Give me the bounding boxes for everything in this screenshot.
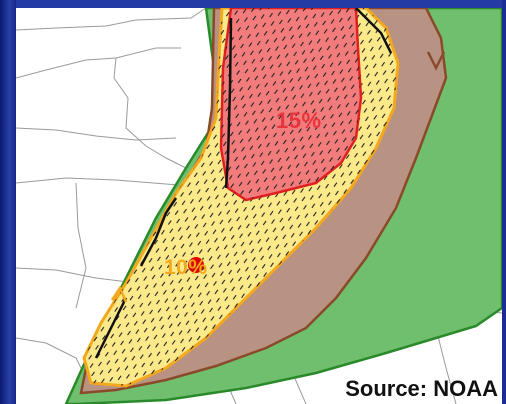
arrow-icon	[426, 51, 446, 71]
top-border	[0, 0, 506, 8]
source-credit: Source: NOAA	[345, 376, 498, 401]
right-border	[502, 0, 506, 404]
left-border	[0, 0, 16, 404]
arrow-icon-small	[110, 285, 128, 303]
red-hatch	[221, 8, 361, 200]
label-10-percent: 10%	[164, 256, 208, 279]
location-marker	[188, 257, 204, 273]
outlook-map	[16, 8, 502, 404]
label-15-percent: 15%	[276, 108, 322, 133]
significant-lines	[94, 8, 393, 359]
